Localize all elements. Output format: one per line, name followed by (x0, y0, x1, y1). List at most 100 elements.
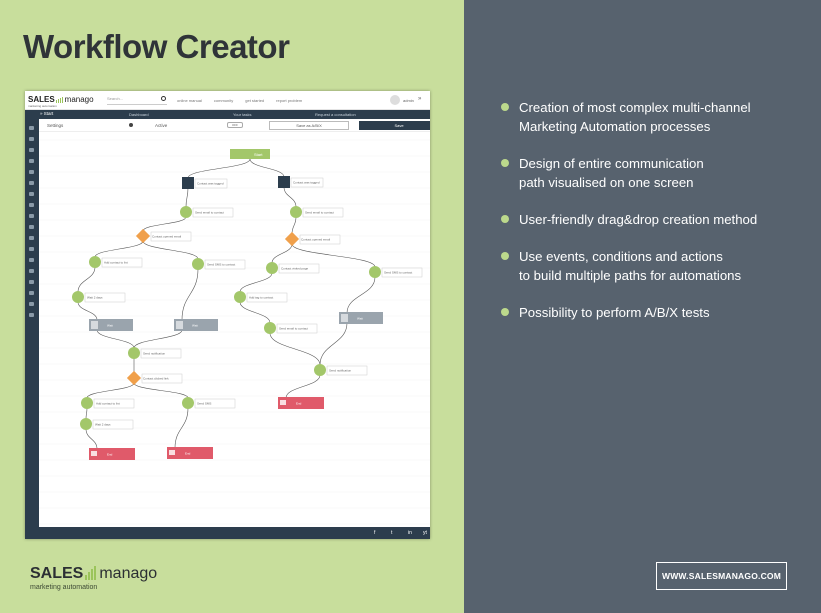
condition-node-box[interactable] (299, 234, 341, 245)
event-node-box[interactable] (194, 178, 228, 189)
end-node[interactable] (167, 447, 213, 459)
condition-node-box[interactable] (150, 231, 192, 242)
website-link[interactable]: WWW.SALESMANAGO.COM (656, 562, 787, 590)
action-node[interactable] (128, 347, 140, 359)
hourglass-icon[interactable] (91, 321, 98, 329)
save-button[interactable]: Save (359, 121, 430, 130)
connector-line (77, 266, 96, 293)
sidebar-icon[interactable] (29, 225, 34, 229)
twitter-icon[interactable]: t (391, 530, 393, 536)
user-name[interactable]: admin (403, 98, 414, 103)
sidebar-icon[interactable] (29, 170, 34, 174)
sidebar-icon[interactable] (29, 236, 34, 240)
connector-line (269, 332, 321, 366)
top-link-manual[interactable]: online manual (177, 98, 202, 103)
action-node-box[interactable] (302, 207, 344, 218)
action-node-box[interactable] (276, 323, 318, 334)
sidebar-icon[interactable] (29, 302, 34, 306)
end-node[interactable] (89, 448, 135, 460)
sidebar-icon[interactable] (29, 280, 34, 284)
action-node[interactable] (264, 322, 276, 334)
condition-node[interactable] (284, 231, 300, 247)
workflow-node-label: Send notification (329, 369, 352, 373)
active-toggle[interactable]: OFF (227, 122, 243, 128)
sidebar-icon[interactable] (29, 203, 34, 207)
action-node[interactable] (80, 418, 92, 430)
sidebar-icon[interactable] (29, 247, 34, 251)
gear-icon[interactable] (129, 123, 133, 127)
sidebar-icon[interactable] (29, 159, 34, 163)
save-as-abx-button[interactable]: Save as A/B/X (269, 121, 349, 130)
hourglass-icon[interactable] (176, 321, 183, 329)
action-node[interactable] (314, 364, 326, 376)
condition-node-box[interactable] (141, 373, 183, 384)
bullet-dot-icon (501, 252, 509, 260)
sidebar-icon[interactable] (29, 214, 34, 218)
action-node-box[interactable] (246, 292, 288, 303)
action-node[interactable] (72, 291, 84, 303)
connector-line (85, 407, 88, 420)
flag-icon[interactable] (169, 450, 175, 455)
action-node-box[interactable] (101, 257, 143, 268)
sidebar-icon[interactable] (29, 137, 34, 141)
linkedin-icon[interactable]: in (408, 530, 412, 536)
tab-your-tasks[interactable]: Your tasks (233, 112, 252, 117)
action-node-box[interactable] (381, 267, 423, 278)
sidebar-icon[interactable] (29, 269, 34, 273)
top-link-get-started[interactable]: get started (245, 98, 265, 103)
tab-consultation[interactable]: Request a consultation (315, 112, 356, 117)
condition-node[interactable] (135, 228, 151, 244)
sidebar-icon[interactable] (29, 258, 34, 262)
tab-dashboard[interactable]: Dashboard (129, 112, 149, 117)
wait-node[interactable] (339, 312, 383, 324)
action-node-box[interactable] (326, 365, 368, 376)
avatar[interactable] (390, 95, 400, 105)
action-node-box[interactable] (204, 259, 246, 270)
end-node[interactable] (278, 397, 324, 409)
start-node[interactable] (230, 149, 270, 159)
top-links: online manual community get started repo… (177, 98, 302, 103)
condition-node[interactable] (126, 370, 142, 386)
action-node[interactable] (369, 266, 381, 278)
wait-node[interactable] (174, 319, 218, 331)
facebook-icon[interactable]: f (374, 530, 376, 536)
event-node[interactable] (182, 177, 194, 189)
action-node[interactable] (182, 397, 194, 409)
action-node[interactable] (192, 258, 204, 270)
action-node[interactable] (266, 262, 278, 274)
action-node[interactable] (180, 206, 192, 218)
sidebar-icon[interactable] (29, 148, 34, 152)
action-node-box[interactable] (84, 292, 126, 303)
search-icon[interactable] (161, 96, 166, 101)
workflow-node-label: Send SMS to contact (207, 263, 235, 267)
sidebar-icon[interactable] (29, 313, 34, 317)
action-node-box[interactable] (93, 398, 135, 409)
action-node-box[interactable] (194, 398, 236, 409)
action-node-box[interactable] (192, 207, 234, 218)
action-node[interactable] (234, 291, 246, 303)
search-input[interactable]: Search... (107, 96, 167, 105)
action-node-box[interactable] (278, 263, 320, 274)
nav-start[interactable]: » Start (40, 111, 54, 116)
top-link-community[interactable]: community (213, 98, 234, 103)
flag-icon[interactable] (91, 451, 97, 456)
wait-node[interactable] (89, 319, 133, 331)
sidebar-icon[interactable] (29, 126, 34, 130)
hourglass-icon[interactable] (341, 314, 348, 322)
chevron-down-icon[interactable]: » (418, 96, 422, 102)
flag-icon[interactable] (280, 400, 286, 405)
action-node-box[interactable] (92, 419, 134, 430)
youtube-icon[interactable]: yt (423, 530, 427, 536)
start-node-label[interactable]: Start (254, 152, 263, 157)
top-link-report[interactable]: report problem (276, 98, 303, 103)
event-node-box[interactable] (290, 177, 324, 188)
action-node-box[interactable] (140, 348, 182, 359)
sidebar-icon[interactable] (29, 181, 34, 185)
action-node[interactable] (81, 397, 93, 409)
action-node[interactable] (290, 206, 302, 218)
sidebar-icon[interactable] (29, 291, 34, 295)
action-node[interactable] (89, 256, 101, 268)
event-node[interactable] (278, 176, 290, 188)
sidebar-icon[interactable] (29, 192, 34, 196)
